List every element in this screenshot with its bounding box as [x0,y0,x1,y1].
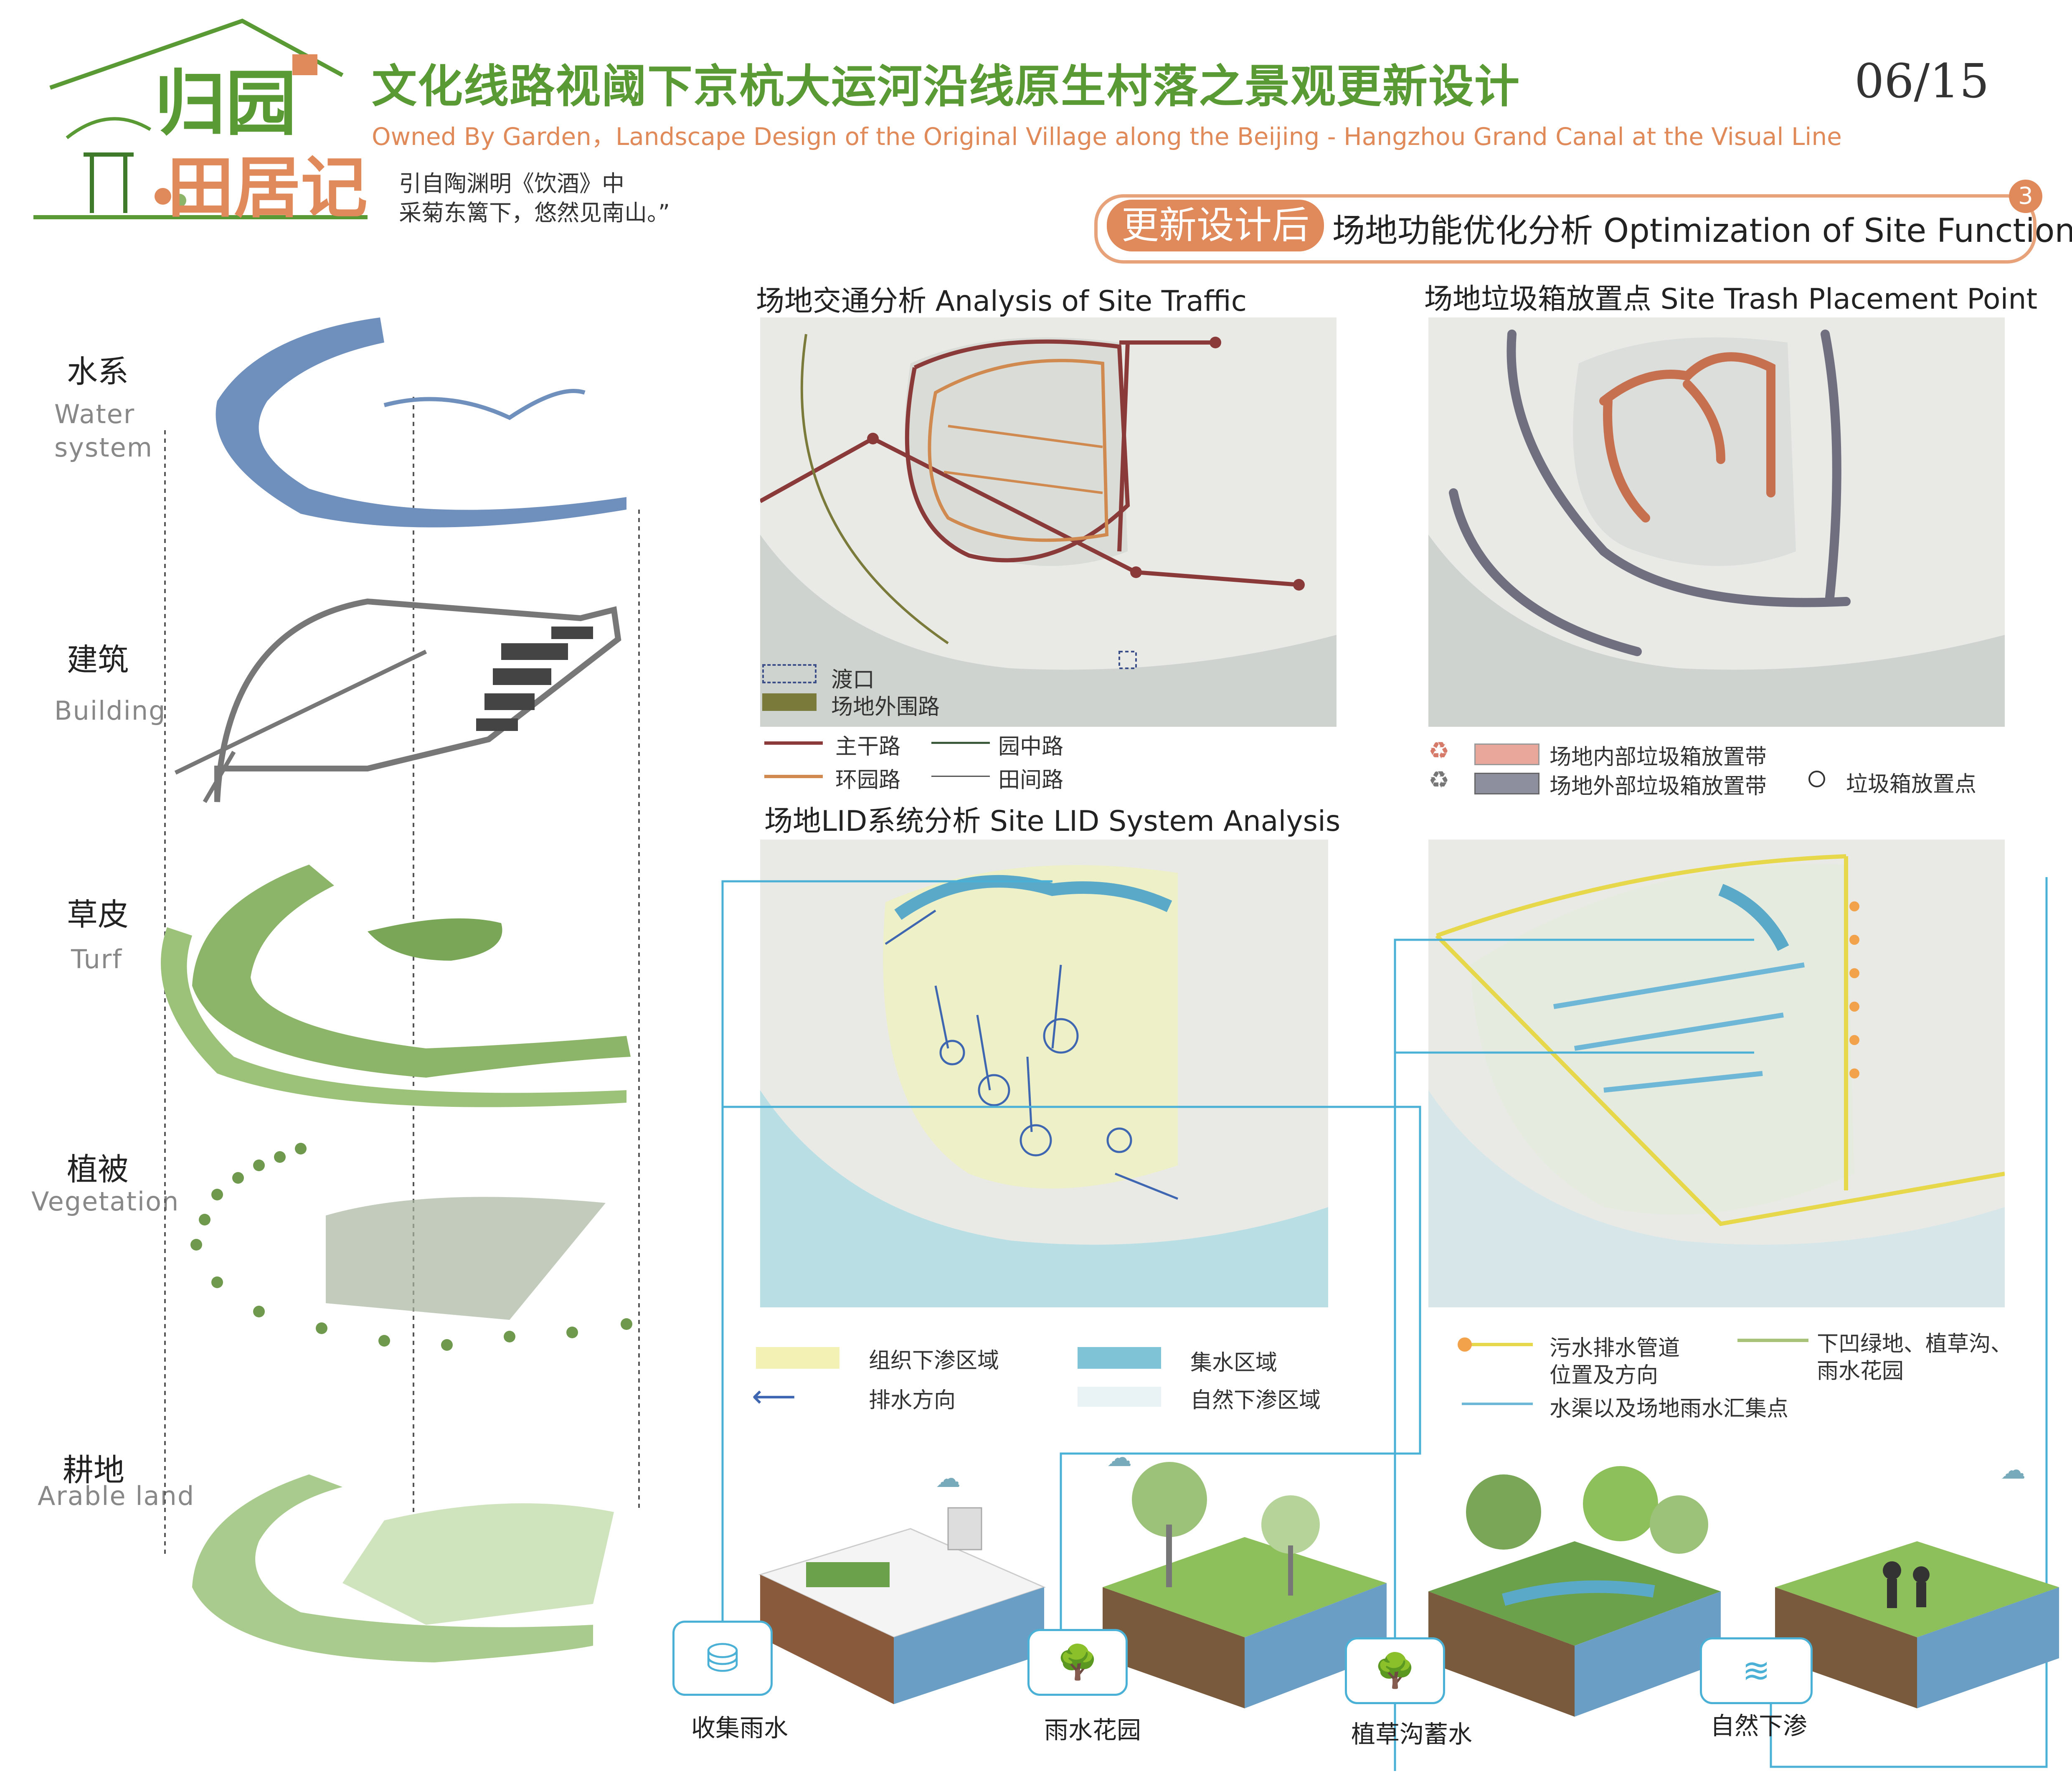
infiltration-swatch [756,1347,839,1369]
legend-trash-point: 垃圾箱放置点 [1846,772,1977,797]
section-tag: 更新设计后 [1107,200,1324,251]
layer-label-arable: 耕地 [63,1452,124,1488]
green-swale-swatch [1737,1339,1808,1342]
legend-natural-infiltration: 自然下渗区域 [1190,1388,1321,1413]
legend-trash-inner: 场地内部垃圾箱放置带 [1550,745,1767,770]
legend-main-road: 主干路 [835,734,901,759]
ferry-swatch [762,664,817,683]
recycle-icon: ♻ [1428,737,1450,764]
collect-swatch [1078,1347,1161,1369]
collect-rainwater-icon: ⛁ [672,1621,773,1696]
layer-label-turf: 草皮 [67,897,129,933]
caption-collect-rainwater: 收集雨水 [691,1714,789,1742]
svg-text:☁: ☁ [2001,1462,2026,1485]
legend-pipe-2: 位置及方向 [1550,1363,1659,1388]
caption-natural-infiltration: 自然下渗 [1710,1712,1808,1740]
logo [25,13,376,226]
legend-channel: 水渠以及场地雨水汇集点 [1550,1396,1789,1421]
section-frame [1094,194,2036,264]
main-road-swatch [764,741,823,745]
natural-swatch [1078,1387,1161,1407]
legend-drain-dir: 排水方向 [869,1388,956,1413]
section-number-badge: 3 [2009,180,2042,213]
legend-green-2: 雨水花园 [1817,1359,1904,1384]
channel-swatch [1462,1403,1533,1405]
rain-garden-block: ☁ [1094,1441,1395,1729]
natural-infiltration-block: ☁ [1767,1462,2067,1729]
caption-swale: 植草沟蓄水 [1351,1720,1473,1748]
trash-point-icon [1808,771,1825,787]
outer-band-swatch [1474,773,1539,794]
layer-en-building: Building [54,695,166,726]
legend-ferry: 渡口 [831,667,875,693]
legend-field-road: 田间路 [998,768,1064,793]
collect-rainwater-block: ☁ [752,1462,1052,1721]
natural-infiltration-icon: ≋ [1700,1637,1813,1704]
drain-arrow-icon: ⟵ [752,1378,796,1414]
quote-line-1: 引自陶渊明《饮酒》中 [399,170,624,197]
swale-icon: 🌳 [1345,1637,1445,1704]
logo-text-1: 归园 [155,63,297,145]
legend-pipe-1: 污水排水管道 [1550,1336,1680,1361]
trash-title: 场地垃圾箱放置点 Site Trash Placement Point [1424,283,2038,316]
section-title: 场地功能优化分析 Optimization of Site Function [1332,212,2072,250]
caption-rain-garden: 雨水花园 [1044,1716,1141,1744]
legend-ring-road: 环园路 [835,768,901,793]
page-title: 文化线路视阈下京杭大运河沿线原生村落之景观更新设计 [372,61,1521,113]
page-number: 06/15 [1854,54,1989,109]
lid-title: 场地LID系统分析 Site LID System Analysis [764,805,1341,838]
layer-en-water-1: Water [54,399,135,429]
field-road-swatch [931,776,990,777]
layer-en-arable: Arable land [38,1481,195,1511]
traffic-title: 场地交通分析 Analysis of Site Traffic [756,285,1247,318]
legend-garden-road: 园中路 [998,734,1064,759]
layer-stack-illustration [134,309,685,1667]
recycle-icon: ♻ [1428,766,1450,794]
legend-green-1: 下凹绿地、植草沟、 [1817,1332,2013,1357]
layer-label-building: 建筑 [67,642,129,678]
inner-band-swatch [1474,743,1539,765]
layer-label-water: 水系 [67,354,129,390]
garden-road-swatch [931,742,990,744]
ring-road-swatch [764,775,823,778]
trash-map [1428,317,2005,727]
legend-collect-area: 集水区域 [1190,1350,1278,1375]
svg-text:☁: ☁ [936,1464,961,1493]
page-subtitle: Owned By Garden，Landscape Design of the … [372,122,1842,151]
legend-trash-outer: 场地外部垃圾箱放置带 [1550,774,1767,799]
rain-garden-icon: 🌳 [1027,1629,1128,1696]
traffic-map [760,317,1337,727]
layer-en-water-2: system [54,432,153,463]
sewage-pipe-swatch [1462,1343,1533,1346]
layer-label-vegetation: 植被 [67,1152,129,1187]
logo-text-2: 田居记 [167,149,368,227]
legend-outer-road: 场地外围路 [831,695,940,720]
quote-line-2: 采菊东篱下，悠然见南山。” [399,200,670,226]
swale-block [1420,1441,1729,1742]
svg-text:☁: ☁ [1107,1443,1132,1472]
layer-en-vegetation: Vegetation [31,1186,180,1217]
legend-infiltration-org: 组织下渗区域 [869,1348,999,1373]
outer-road-swatch [762,693,817,711]
connector-lines [668,877,2055,1775]
sewage-point-icon [1458,1337,1472,1352]
layer-en-turf: Turf [71,944,123,974]
sewage-map [1428,840,2005,1307]
